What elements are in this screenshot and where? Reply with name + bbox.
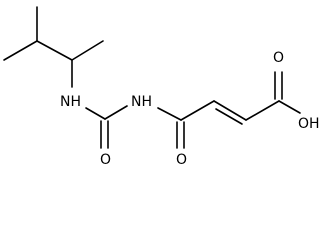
- structure-canvas: NH NH O O O OH: [3, 6, 320, 168]
- acid-hydroxyl-label: OH: [298, 116, 320, 132]
- bond-nh-right-carbonyl: [157, 107, 182, 121]
- urea-oxygen-label: O: [100, 152, 111, 168]
- bond-methyl-left: [3, 40, 38, 61]
- bond-alkene-1: [213, 100, 247, 121]
- bond-ch-ch: [36, 40, 73, 61]
- acid-oxygen-label: O: [273, 50, 284, 66]
- bond-methyl-right: [71, 40, 104, 61]
- amide-oxygen-label: O: [176, 152, 187, 168]
- bond-carbonyl-nh-right: [104, 105, 128, 120]
- bond-carbonyl-alkene: [180, 100, 215, 121]
- bond-acid-oh: [278, 100, 301, 114]
- bond-nh-left-carbonyl: [85, 107, 106, 120]
- nh-left-label: NH: [60, 94, 81, 110]
- bond-alkene-acid: [245, 100, 280, 121]
- molecule-diagram: NH NH O O O OH: [3, 6, 320, 168]
- nh-right-label: NH: [131, 94, 152, 110]
- bond-alkene-2: [215, 108, 243, 125]
